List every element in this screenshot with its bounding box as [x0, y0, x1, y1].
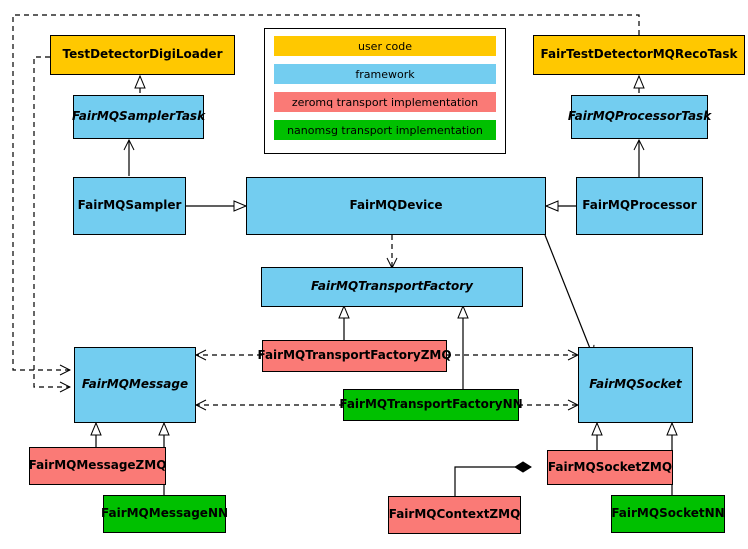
node-fair-mq-message-nn[interactable]: FairMQMessageNN: [101, 495, 228, 533]
node-fair-mq-message-zmq[interactable]: FairMQMessageZMQ: [29, 447, 166, 485]
edge-contextzmq-socketzmq: [454, 461, 532, 496]
node-fair-mq-socket-zmq[interactable]: FairMQSocketZMQ: [547, 450, 673, 485]
legend: user code framework zeromq transport imp…: [264, 28, 506, 154]
node-fair-mq-device[interactable]: FairMQDevice: [246, 177, 546, 235]
node-fair-mq-socket-nn[interactable]: FairMQSocketNN: [611, 495, 725, 533]
legend-item-user-code: user code: [274, 36, 496, 56]
node-fair-mq-processor-task[interactable]: FairMQProcessorTask: [568, 95, 711, 139]
edge-device-socket: [544, 234, 593, 356]
node-fair-mq-message[interactable]: FairMQMessage: [74, 347, 196, 423]
legend-item-framework: framework: [274, 64, 496, 84]
node-fair-mq-sampler-task[interactable]: FairMQSamplerTask: [72, 95, 205, 139]
node-fair-mq-sampler[interactable]: FairMQSampler: [73, 177, 186, 235]
edge-digiloader-message: [33, 56, 70, 387]
node-fair-test-detector-mq-reco-task[interactable]: FairTestDetectorMQRecoTask: [533, 35, 745, 75]
node-fair-mq-transport-factory-zmq[interactable]: FairMQTransportFactoryZMQ: [257, 340, 452, 372]
node-fair-mq-context-zmq[interactable]: FairMQContextZMQ: [388, 496, 521, 534]
node-fair-mq-socket[interactable]: FairMQSocket: [578, 347, 693, 423]
node-fair-mq-transport-factory-nn[interactable]: FairMQTransportFactoryNN: [339, 389, 523, 421]
node-fair-mq-processor[interactable]: FairMQProcessor: [576, 177, 703, 235]
legend-item-zeromq: zeromq transport implementation: [274, 92, 496, 112]
node-test-detector-digi-loader[interactable]: TestDetectorDigiLoader: [50, 35, 235, 75]
node-fair-mq-transport-factory[interactable]: FairMQTransportFactory: [261, 267, 523, 307]
legend-item-nanomsg: nanomsg transport implementation: [274, 120, 496, 140]
